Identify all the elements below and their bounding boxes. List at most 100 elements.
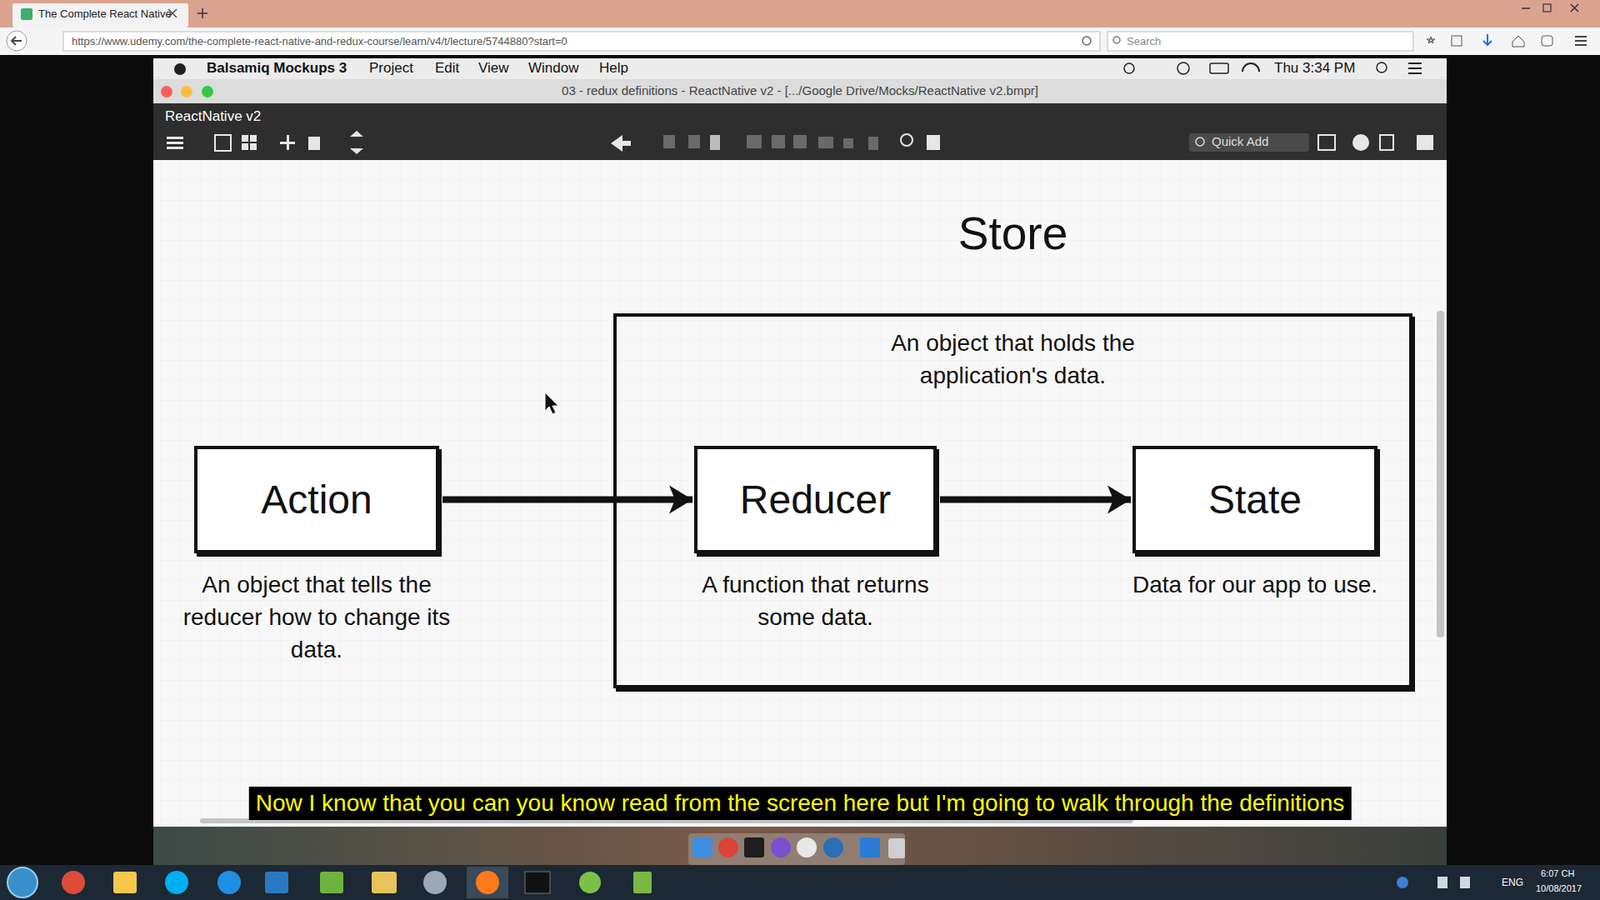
toolbar-icon bbox=[868, 136, 879, 150]
dock-icon bbox=[718, 837, 739, 858]
ui-text: 03 - redux definitions - ReactNative v2 … bbox=[561, 83, 1039, 99]
address-field bbox=[63, 31, 1100, 51]
ui-text: https://www.udemy.com/the-complete-react… bbox=[71, 35, 568, 49]
toolbar-icon bbox=[746, 135, 762, 149]
new-tab-icon bbox=[197, 8, 208, 19]
mac-menubar bbox=[153, 58, 1447, 80]
toolbar-icon bbox=[286, 135, 290, 150]
box-border: Action bbox=[194, 445, 440, 554]
spotlight-icon bbox=[1376, 62, 1387, 73]
menubar-icon bbox=[1177, 62, 1190, 75]
battery-icon bbox=[1210, 63, 1229, 74]
ui-text: Help bbox=[599, 60, 629, 77]
container-description: An object that holds the application's d… bbox=[871, 326, 1155, 392]
taskbar-icon bbox=[423, 870, 447, 895]
store-container: An object that holds the application's d… bbox=[613, 205, 1413, 689]
download-icon bbox=[1483, 34, 1492, 45]
notification-icon bbox=[1408, 63, 1422, 74]
dock-icon bbox=[770, 837, 791, 858]
toolbar-icons bbox=[166, 130, 1434, 155]
toolbar-icon bbox=[818, 136, 834, 149]
toolbar-icon bbox=[793, 135, 807, 149]
ui-text: Thu 3:34 PM bbox=[1274, 60, 1355, 77]
app-toolbar bbox=[153, 103, 1447, 160]
flow-arrow bbox=[940, 496, 1131, 504]
window-close-icon bbox=[1570, 4, 1579, 12]
taskbar-icon bbox=[165, 870, 189, 895]
ui-text: Edit bbox=[435, 60, 460, 77]
dock-icon bbox=[796, 837, 817, 858]
ui-text: ReactNative v2 bbox=[165, 108, 261, 125]
subtitle-caption: Now I know that you can you know read fr… bbox=[249, 786, 1352, 820]
toolbar-icon bbox=[771, 135, 785, 149]
ui-text: Search bbox=[1126, 35, 1161, 49]
dock-icon bbox=[860, 837, 880, 858]
bookmark-star bbox=[1426, 36, 1435, 44]
canvas-grid bbox=[153, 160, 1447, 827]
home-icon bbox=[1512, 35, 1525, 47]
toolbar-icon bbox=[166, 141, 184, 145]
box-description: A function that returns some data. bbox=[674, 568, 958, 634]
minimize-light bbox=[180, 85, 193, 98]
ui-text: Window bbox=[528, 60, 579, 77]
dock-icon bbox=[823, 837, 844, 858]
browser-titlebar bbox=[0, 0, 1600, 28]
browser-tab bbox=[12, 3, 189, 28]
library-icon bbox=[1451, 35, 1462, 46]
process-box: ActionAn object that tells the reducer h… bbox=[194, 445, 440, 554]
info-icon bbox=[1352, 134, 1370, 151]
taskbar-icon bbox=[579, 871, 601, 894]
toolbar-icon bbox=[166, 146, 184, 150]
ui-text: 6:07 CH bbox=[1540, 868, 1575, 880]
toolbar-icon bbox=[350, 130, 364, 155]
toolbar-icon bbox=[250, 143, 257, 150]
quick-add-field bbox=[1189, 133, 1310, 152]
toolbar-icon bbox=[663, 135, 675, 149]
box-border: Reducer bbox=[694, 445, 937, 554]
dock bbox=[688, 833, 905, 865]
taskbar-icon bbox=[113, 871, 137, 894]
ui-text: Project bbox=[369, 60, 414, 77]
undo-icon bbox=[620, 140, 631, 146]
favicon bbox=[20, 8, 33, 20]
flow-arrow bbox=[442, 496, 693, 504]
close-light bbox=[160, 85, 173, 98]
start-button bbox=[7, 867, 38, 898]
undo-icon bbox=[610, 135, 623, 152]
ui-text: 10/08/2017 bbox=[1535, 883, 1582, 895]
paste-icon bbox=[710, 135, 720, 150]
taskbar-icon bbox=[265, 871, 289, 894]
box-description: An object that tells the reducer how to … bbox=[175, 568, 459, 667]
taskbar-icon bbox=[320, 871, 344, 894]
zoom-light bbox=[201, 85, 214, 98]
pocket-icon bbox=[1541, 35, 1553, 46]
ui-text: Quick Add bbox=[1211, 134, 1269, 150]
back-button bbox=[6, 30, 27, 51]
tray-icon bbox=[1396, 876, 1409, 889]
zoom-icon bbox=[900, 134, 913, 146]
toolbar-icon bbox=[1380, 135, 1394, 150]
back-arrow bbox=[11, 36, 22, 45]
box-description: Data for our app to use. bbox=[1113, 568, 1397, 601]
toolbar-icon bbox=[241, 135, 249, 142]
menubar-icon bbox=[1124, 63, 1135, 74]
trash-icon bbox=[888, 838, 905, 859]
restore-icon bbox=[1543, 4, 1551, 12]
taskbar-icon bbox=[371, 871, 397, 894]
search-field bbox=[1107, 31, 1414, 51]
apple-logo bbox=[174, 63, 186, 75]
ui-text: The Complete React Native bbox=[38, 7, 172, 21]
ui-text: Balsamiq Mockups 3 bbox=[206, 60, 347, 77]
toolbar-icon bbox=[308, 136, 320, 150]
box-border: State bbox=[1132, 445, 1378, 554]
toolbar-icon bbox=[215, 135, 231, 151]
disabled-toolbar-icons bbox=[663, 135, 879, 150]
taskbar bbox=[0, 865, 1600, 900]
taskbar-icon bbox=[633, 871, 652, 894]
present-icon bbox=[1416, 135, 1434, 150]
toolbar-icon bbox=[1318, 135, 1335, 150]
toolbar-icon bbox=[166, 136, 184, 140]
dock-icon bbox=[744, 837, 765, 858]
ui-text: View bbox=[478, 60, 510, 77]
